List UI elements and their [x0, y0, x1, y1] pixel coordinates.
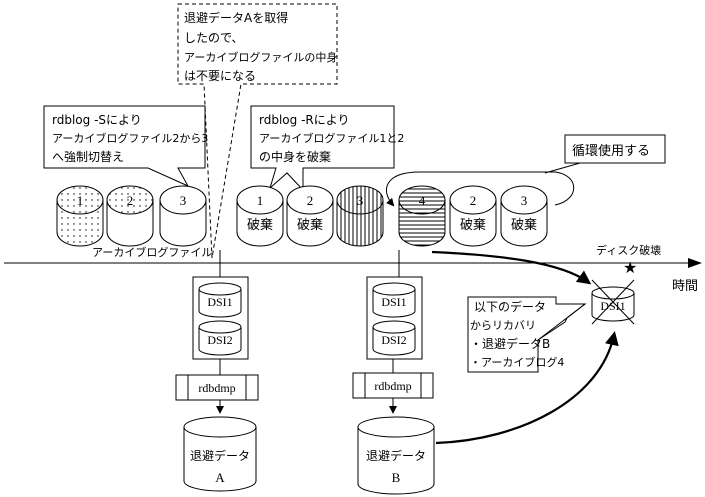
archive-log-number: 2 — [127, 193, 134, 208]
archive-log-row: 1 2 3 1 破棄 2 破棄 3 4 2 破棄 3 破棄 — [56, 185, 548, 247]
dsi-label: DSI2 — [381, 333, 406, 347]
dsi-cylinder: DSI2 — [372, 320, 416, 356]
dump-data-id: B — [392, 470, 401, 485]
archive-log-cylinder: 2 破棄 — [286, 185, 334, 247]
archive-log-cylinder: 1 — [56, 185, 104, 247]
archive-log-number: 2 — [307, 193, 314, 208]
failure-cross-mark — [591, 279, 635, 325]
failed-dsi-label: DSI1 — [600, 299, 625, 313]
switch-note-line: へ強制切替え — [52, 150, 124, 164]
archive-log-files-label: アーカイブログファイル — [92, 245, 212, 259]
discard-note-line: アーカイブログファイル1と2 — [259, 131, 404, 145]
dump-data-cylinder: 退避データ A — [183, 416, 257, 492]
disk-failure-label: ディスク破壊 — [596, 243, 661, 257]
disk-failure-star-icon: ★ — [623, 258, 637, 277]
archive-log-number: 1 — [257, 193, 264, 208]
cyclic-callout: 循環使用する — [385, 134, 666, 207]
discard-note-line: rdblog -Rにより — [259, 113, 350, 127]
archive-log-cylinder: 3 — [336, 185, 384, 247]
rdbdmp-b: rdbdmp — [352, 372, 434, 399]
dump-a-note-line: 退避データAを取得 — [184, 10, 288, 25]
archive-log-cylinder: 4 — [398, 185, 446, 247]
archive-log-number: 4 — [419, 193, 426, 208]
cyclic-loop-arrow — [385, 171, 575, 207]
dump-a-note-line: は不要になる — [184, 69, 256, 83]
archive-log-cylinder: 2 破棄 — [449, 185, 497, 247]
archive-log-status: 破棄 — [511, 218, 537, 233]
dsi-label: DSI1 — [207, 295, 232, 309]
archive-log-number: 3 — [180, 193, 187, 208]
dump-data-cylinder: 退避データ B — [357, 416, 435, 495]
log4-to-dsi-arrow — [431, 250, 592, 285]
time-axis-label: 時間 — [672, 279, 698, 294]
switch-callout: rdblog -Sにより アーカイブログファイル2から3 へ強制切替え — [43, 105, 208, 188]
recovery-note-line: ・退避データB — [470, 336, 550, 351]
archive-log-number: 3 — [521, 193, 528, 208]
archive-log-number: 1 — [77, 193, 84, 208]
archive-log-status: 破棄 — [297, 218, 323, 233]
archive-log-status: 破棄 — [460, 218, 486, 233]
dump-a-note-line: したので、 — [184, 31, 244, 45]
dump-data-label: 退避データ — [190, 448, 250, 463]
cyclic-note: 循環使用する — [572, 143, 650, 159]
recovery-note-line: 以下のデータ — [474, 299, 546, 314]
time-axis-arrowhead — [688, 258, 702, 268]
dump-a-column: DSI1 DSI2 rdbdmp 退避データ A — [175, 276, 259, 492]
dsi-label: DSI1 — [381, 295, 406, 309]
archive-log-status: 破棄 — [247, 218, 273, 233]
dump-a-callout: 退避データAを取得 したので、 アーカイブログファイルの中身 は不要になる — [177, 3, 338, 259]
archive-log-cylinder: 3 — [159, 185, 207, 247]
archive-log-number: 2 — [470, 193, 477, 208]
dsi-cylinder: DSI1 — [198, 282, 242, 318]
discard-callout: rdblog -Rにより アーカイブログファイル1と2 の中身を破棄 — [250, 105, 404, 192]
archive-log-number: 3 — [357, 193, 364, 208]
dsi-cylinder: DSI1 — [372, 282, 416, 318]
dsi-cylinder: DSI2 — [198, 320, 242, 356]
archive-log-cylinder: 2 — [106, 185, 154, 247]
failed-dsi-cylinder: DSI1 — [591, 286, 635, 322]
dsi-label: DSI2 — [207, 333, 232, 347]
switch-note-line: アーカイブログファイル2から3 — [52, 131, 208, 145]
recovery-callout: 以下のデータ からリカバリ ・退避データB ・アーカイブログ4 — [467, 296, 587, 373]
rdbdmp-a-label: rdbdmp — [198, 381, 235, 395]
archive-log-cylinder: 3 破棄 — [500, 185, 548, 247]
rdbdmp-b-label: rdbdmp — [374, 379, 411, 393]
rdbdmp-a: rdbdmp — [175, 374, 259, 401]
dump-b-column: DSI1 DSI2 rdbdmp 退避データ B — [352, 276, 435, 495]
switch-note-line: rdblog -Sにより — [52, 113, 142, 127]
failed-dsi: DSI1 — [591, 286, 635, 322]
dump-data-label: 退避データ — [366, 448, 426, 463]
dump-data-id: A — [215, 470, 225, 485]
dump-b-to-dsi-arrow — [435, 331, 619, 445]
recovery-note-line: ・アーカイブログ4 — [470, 355, 564, 369]
dump-a-note-line: アーカイブログファイルの中身 — [184, 50, 337, 64]
discard-note-line: の中身を破棄 — [259, 149, 331, 164]
recovery-note-line: からリカバリ — [470, 319, 536, 332]
archive-log-cylinder: 1 破棄 — [236, 185, 284, 247]
